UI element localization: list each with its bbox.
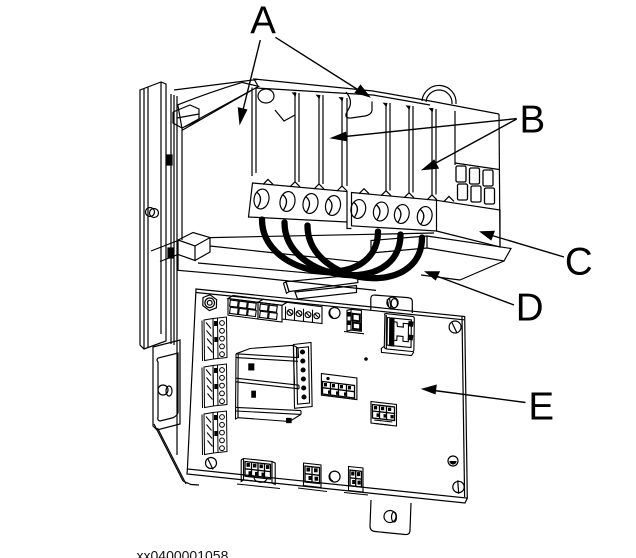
svg-text:B: B — [520, 99, 546, 142]
svg-text:E: E — [528, 385, 554, 428]
svg-text:A: A — [250, 0, 276, 42]
svg-text:D: D — [516, 287, 544, 330]
svg-text:C: C — [565, 241, 593, 284]
svg-text:xx0400001058: xx0400001058 — [137, 548, 229, 558]
